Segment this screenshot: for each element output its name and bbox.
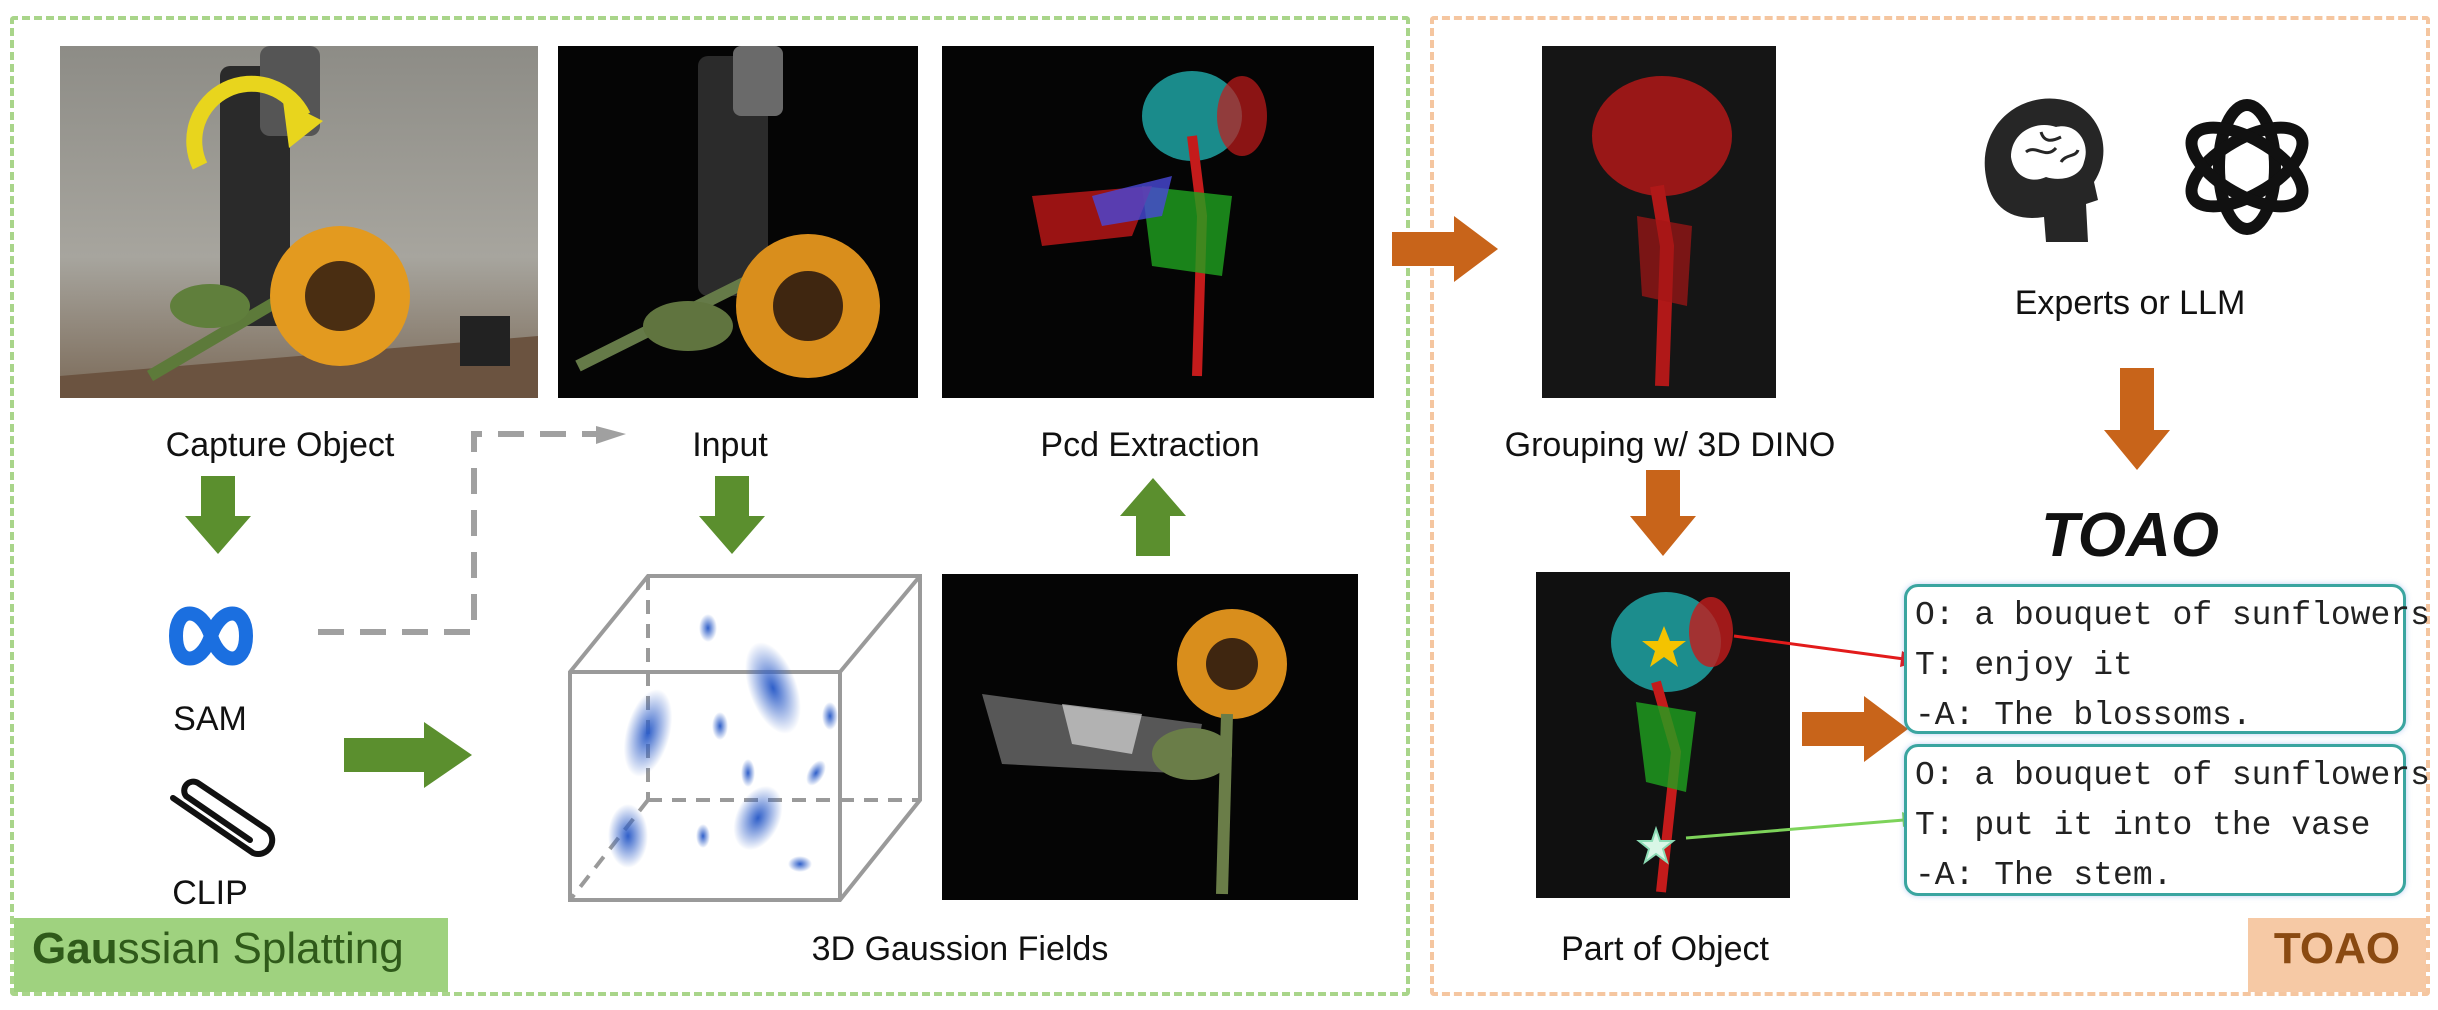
text-line: O: a bouquet of sunflowers (1915, 597, 2430, 634)
gaussian-fields-label: 3D Gaussion Fields (811, 930, 1109, 968)
orange-arrow-grouping-to-part (1630, 470, 1696, 556)
green-pointer-line (1685, 812, 1920, 840)
input-photo (558, 46, 918, 398)
sam-label: SAM (173, 700, 247, 738)
gaussian-fields-cube (568, 574, 922, 902)
down-arrow-input (699, 476, 765, 554)
dashed-arrow-sam-to-input (318, 426, 626, 635)
text-line: T: put it into the vase (1915, 807, 2371, 844)
text-line: O: a bouquet of sunflowers (1915, 757, 2430, 794)
grouping-label: Grouping w/ 3D DINO (1504, 426, 1836, 464)
tag-rest-part: ssian Splatting (117, 924, 404, 973)
text-line: T: enjoy it (1915, 647, 2133, 684)
rotate-arrow-icon (186, 75, 323, 170)
orange-arrow-part-to-text (1802, 696, 1908, 762)
text-line: -A: The stem. (1915, 857, 2173, 894)
input-label: Input (692, 426, 768, 464)
capture-object-label: Capture Object (165, 426, 395, 464)
grouping-art (1592, 76, 1732, 387)
pcd-art (1032, 71, 1267, 377)
orange-arrow-llm-to-toao (2104, 368, 2170, 470)
star-icon (1642, 626, 1686, 667)
gaussian-splatting-region (10, 16, 1410, 996)
input-photo-art (575, 46, 880, 378)
paperclip-icon (170, 778, 276, 857)
meta-logo-icon (168, 606, 254, 666)
grouping-view (1542, 46, 1776, 398)
toao-title: TOAO (2041, 501, 2219, 570)
toao-tag: TOAO (2248, 918, 2426, 992)
brain-head-icon (1984, 98, 2104, 242)
openai-logo-icon (2185, 99, 2309, 235)
gaussian-splatting-tag: Gaussian Splatting (14, 918, 448, 992)
pcd-extraction-label: Pcd Extraction (1040, 426, 1260, 464)
toao-tag-label: TOAO (2273, 924, 2401, 973)
up-arrow-pcd (1120, 478, 1186, 556)
experts-llm-label: Experts or LLM (2014, 284, 2246, 322)
gaussian-render-view (942, 574, 1358, 900)
capture-photo (60, 46, 538, 398)
star-icon (1636, 825, 1676, 865)
part-of-object-label: Part of Object (1561, 930, 1769, 968)
part-of-object-view (1536, 572, 1790, 898)
clip-label: CLIP (172, 874, 248, 912)
down-arrow-capture (185, 476, 251, 554)
orange-arrow-pcd-to-grouping (1392, 216, 1498, 282)
right-arrow-to-fields (344, 722, 472, 788)
text-box-blossoms: O: a bouquet of sunflowers T: enjoy it -… (1904, 584, 2430, 734)
pcd-extraction-view (942, 46, 1374, 398)
text-line: -A: The blossoms. (1915, 697, 2252, 734)
capture-photo-art (60, 46, 538, 398)
tag-bold-part: Gau (32, 924, 118, 973)
toao-region (1430, 16, 2430, 996)
render-art (982, 609, 1287, 895)
text-box-stem: O: a bouquet of sunflowers T: put it int… (1904, 744, 2430, 896)
